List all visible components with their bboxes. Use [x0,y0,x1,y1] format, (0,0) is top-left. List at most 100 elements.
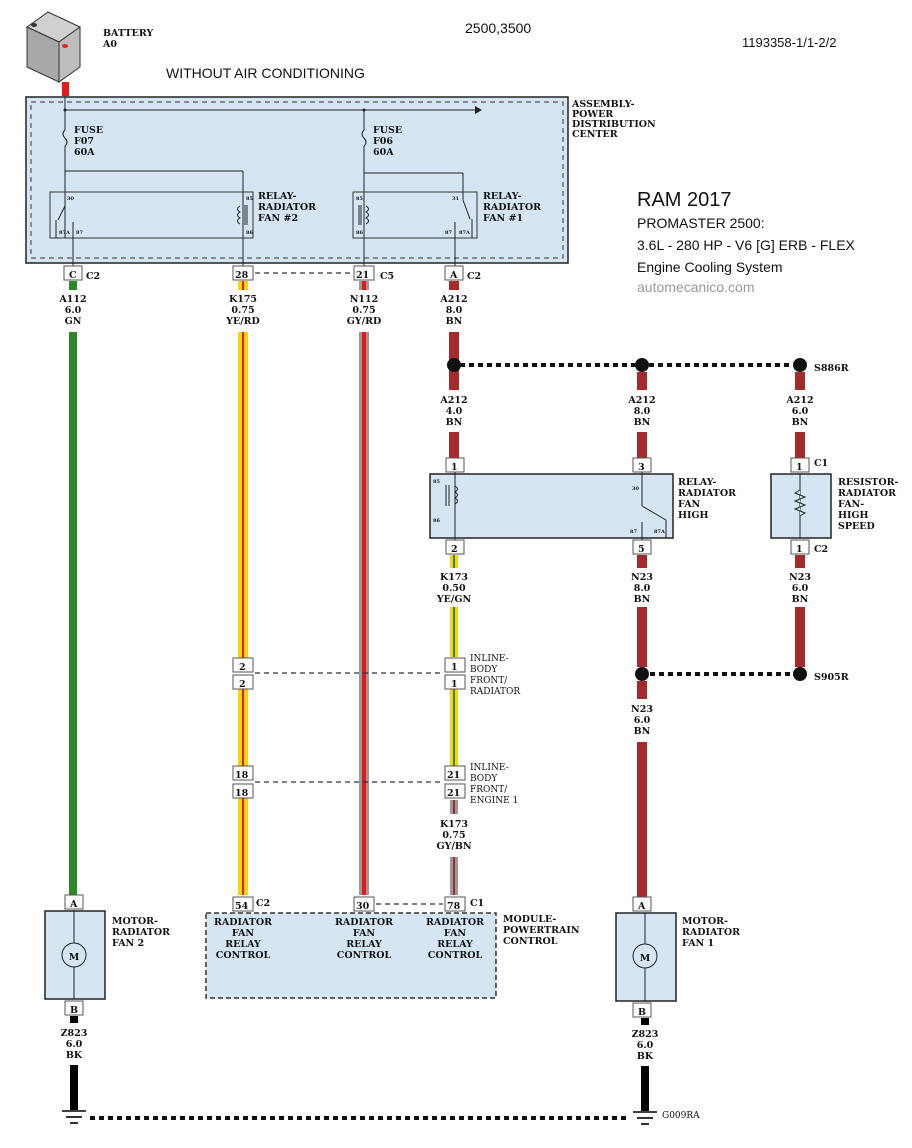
svg-text:N23: N23 [631,572,653,583]
svg-text:RELAY-: RELAY- [678,477,717,488]
svg-text:18: 18 [235,770,249,781]
svg-text:CONTROL: CONTROL [428,950,483,961]
relay-coil-icon [365,205,369,225]
svg-text:FAN #2: FAN #2 [258,213,298,224]
models-label: 2500,3500 [465,20,531,36]
svg-text:MOTOR-: MOTOR- [112,916,158,927]
svg-text:31: 31 [452,196,459,202]
svg-text:5: 5 [638,544,645,555]
system: Engine Cooling System [637,259,783,275]
svg-text:86: 86 [356,230,363,236]
svg-text:18: 18 [235,788,249,799]
wire-a112-label: A112 6.0 GN [58,294,86,327]
svg-text:MODULE-: MODULE- [503,914,556,925]
svg-text:85: 85 [433,479,440,485]
fuse-f06-icon [361,129,367,147]
svg-text:8.0: 8.0 [634,583,651,594]
svg-text:87A: 87A [459,230,470,236]
engine: 3.6L - 280 HP - V6 [G] ERB - FLEX [637,237,856,253]
power-distribution-center [25,96,569,264]
wire-a212-left-label: A212 4.0 BN [439,395,467,428]
svg-text:N112: N112 [350,294,379,305]
relay-fan-1-label: RELAY- RADIATOR FAN #1 [483,191,541,224]
svg-text:GY/RD: GY/RD [347,316,382,327]
splice-dot [793,667,807,681]
svg-text:FUSE: FUSE [74,125,103,136]
svg-text:YE/RD: YE/RD [225,316,260,327]
svg-text:87A: 87A [654,529,665,535]
svg-text:Z823: Z823 [632,1029,659,1040]
svg-text:3: 3 [638,462,645,473]
make-year: RAM 2017 [637,189,732,211]
vehicle-info: RAM 2017 PROMASTER 2500: 3.6L - 280 HP -… [637,189,856,295]
svg-text:C1: C1 [814,458,828,469]
inline-connector-engine: 18 18 21 21 INLINE- BODY FRONT/ ENGINE 1 [232,763,518,806]
svg-text:BK: BK [637,1051,654,1062]
svg-text:BN: BN [446,417,463,428]
svg-text:BN: BN [634,594,651,605]
svg-text:6.0: 6.0 [637,1040,654,1051]
svg-text:87: 87 [76,230,83,236]
resistor-icon [793,489,807,517]
svg-text:B: B [638,1007,646,1018]
relay-coil-icon [237,205,241,225]
svg-text:87A: 87A [59,230,70,236]
svg-text:ASSEMBLY-: ASSEMBLY- [571,99,635,110]
wire-k173-gy-bn [450,800,458,895]
svg-text:RADIATOR: RADIATOR [678,488,736,499]
splice-dot [635,358,649,372]
svg-text:FAN: FAN [232,928,255,939]
wire-a112 [69,332,77,895]
svg-text:30: 30 [632,486,639,492]
svg-text:C2: C2 [86,271,100,282]
wire-z823 [70,1065,78,1110]
svg-text:FAN #1: FAN #1 [483,213,523,224]
svg-text:N23: N23 [789,572,811,583]
svg-text:BN: BN [792,417,809,428]
svg-text:86: 86 [433,518,440,524]
svg-text:1: 1 [796,462,803,473]
document-id: 1193358-1/1-2/2 [742,35,836,50]
svg-text:C1: C1 [470,898,484,909]
wire-n23-low-label: N23 6.0 BN [631,704,653,737]
motor-fan-1-label: MOTOR- RADIATOR FAN 1 [682,916,740,949]
fuse-f07-label: FUSE F07 60A [74,125,103,158]
svg-text:DISTRIBUTION: DISTRIBUTION [572,119,656,130]
svg-text:RELAY: RELAY [437,939,473,950]
wire-k175-label: K175 0.75 YE/RD [225,294,260,327]
splice-dot [447,358,461,372]
svg-text:FAN 1: FAN 1 [682,938,714,949]
svg-text:GY/BN: GY/BN [436,841,471,852]
battery-icon [26,11,81,96]
svg-text:0.75: 0.75 [442,830,465,841]
svg-text:YE/GN: YE/GN [436,594,472,605]
svg-text:CONTROL: CONTROL [216,950,271,961]
svg-text:60A: 60A [74,147,95,158]
svg-text:A: A [449,270,458,281]
splice-dot [635,667,649,681]
svg-text:60A: 60A [373,147,394,158]
relay-fan-2-label: RELAY- RADIATOR FAN #2 [258,191,316,224]
svg-text:1: 1 [451,662,458,673]
svg-text:RADIATOR: RADIATOR [426,917,484,928]
relay-coil-icon [454,485,458,505]
wire-n23-right-label: N23 6.0 BN [789,572,811,605]
svg-text:21: 21 [356,270,369,281]
svg-text:RELAY: RELAY [225,939,261,950]
svg-text:HIGH: HIGH [678,510,709,521]
svg-text:85: 85 [356,196,363,202]
svg-text:M: M [640,953,651,964]
connector-c2-a: A C2 [444,265,481,282]
svg-text:BN: BN [634,417,651,428]
svg-text:CONTROL: CONTROL [337,950,392,961]
svg-text:A: A [69,899,78,910]
svg-text:A: A [637,901,646,912]
svg-text:B: B [70,1005,78,1016]
svg-text:86: 86 [246,230,253,236]
svg-text:RADIATOR: RADIATOR [682,927,740,938]
svg-text:21: 21 [447,788,460,799]
svg-text:C5: C5 [380,271,394,282]
connector-28: 28 [232,265,254,281]
svg-text:A212: A212 [627,395,655,406]
motor-fan-2-label: MOTOR- RADIATOR FAN 2 [112,916,170,949]
